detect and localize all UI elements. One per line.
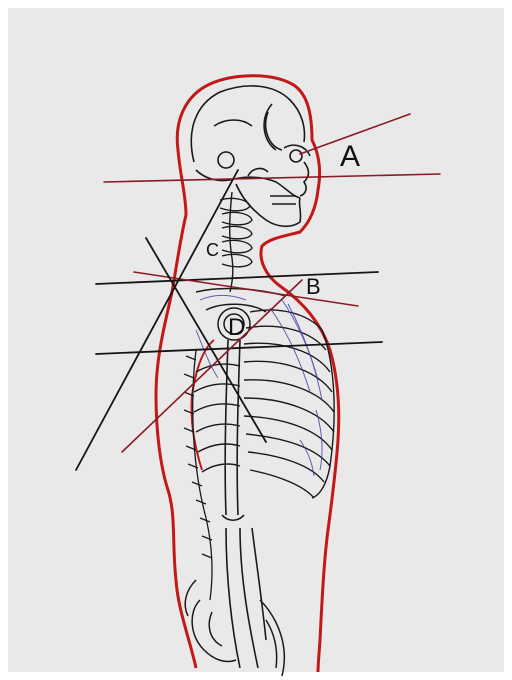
arm-bones (222, 340, 266, 668)
label-a: A (340, 142, 360, 172)
pelvis (185, 580, 284, 676)
thoracic-spine (184, 350, 212, 600)
skull (191, 86, 310, 226)
rib-shading (196, 296, 322, 477)
line-horizontal-upper (96, 272, 378, 284)
label-c: C (206, 241, 219, 259)
label-b: B (306, 276, 321, 298)
label-d: D (228, 316, 245, 340)
